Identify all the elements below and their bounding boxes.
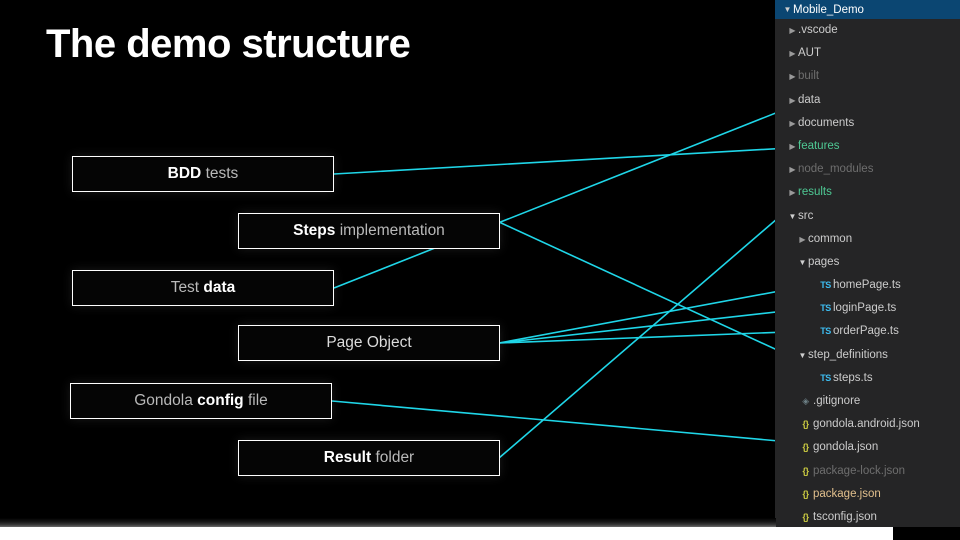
file-tree-item-label: steps.ts <box>833 371 873 384</box>
diagram-box-label: Test data <box>170 279 236 296</box>
diagram-box-test-data: Test data <box>72 270 334 306</box>
chevron-down-icon[interactable]: ▼ <box>798 350 807 360</box>
file-tree-item-label: package-lock.json <box>813 464 906 477</box>
connector-test-data-to-data <box>333 100 807 289</box>
file-tree-item[interactable]: ▼pages <box>775 251 960 274</box>
bottom-right-black-nub <box>893 527 960 540</box>
connector-page-object-to-homePage.ts <box>498 284 813 344</box>
file-tree-item[interactable]: ▼src <box>775 205 960 228</box>
chevron-right-icon[interactable]: ▶ <box>789 188 796 198</box>
file-tree-item[interactable]: {} gondola.android.json <box>775 413 960 436</box>
chevron-right-icon[interactable]: ▶ <box>799 234 806 244</box>
file-tree-item[interactable]: ▶built <box>775 65 960 88</box>
file-tree-item[interactable]: ▶features <box>775 135 960 158</box>
chevron-right-icon[interactable]: ▶ <box>789 118 796 128</box>
diagram-box-page-object: Page Object <box>238 325 500 361</box>
file-tree-item-label: .vscode <box>798 24 838 36</box>
file-tree-item[interactable]: ▶data <box>775 89 960 112</box>
file-tree-item[interactable]: {} tsconfig.json <box>775 506 960 527</box>
file-tree-item-label: results <box>798 186 832 199</box>
chevron-right-icon[interactable]: ▶ <box>789 49 796 59</box>
file-tree-item[interactable]: ▶results <box>775 181 960 204</box>
explorer-root-row[interactable]: ▼ Mobile_Demo <box>775 0 960 19</box>
page-title: The demo structure <box>46 22 411 66</box>
chevron-down-icon[interactable]: ▼ <box>798 257 807 267</box>
file-tree-item-label: step_definitions <box>808 348 888 361</box>
diagram-box-label: Page Object <box>326 334 412 351</box>
file-tree[interactable]: ▶.vscode▶AUT▶built▶data▶documents▶featur… <box>775 19 960 527</box>
diagram-box-bdd-tests: BDD tests <box>72 156 334 192</box>
chevron-right-icon[interactable]: ▶ <box>789 26 796 35</box>
connector-bdd-tests-to-features <box>333 146 807 175</box>
typescript-file-icon: TS <box>820 372 831 383</box>
gitignore-file-icon: ◈ <box>802 396 809 406</box>
chevron-right-icon[interactable]: ▶ <box>789 165 796 175</box>
file-explorer-panel[interactable]: ▼ Mobile_Demo ▶.vscode▶AUT▶built▶data▶do… <box>775 0 960 527</box>
bottom-shadow-strip <box>0 518 776 527</box>
connector-page-object-to-loginPage.ts <box>498 307 813 344</box>
chevron-right-icon[interactable]: ▶ <box>789 72 796 82</box>
connector-page-object-to-orderPage.ts <box>498 330 813 344</box>
diagram-box-gondola-config: Gondola config file <box>70 383 332 419</box>
file-tree-item-label: orderPage.ts <box>833 325 899 338</box>
json-file-icon: {} <box>802 442 809 453</box>
connector-gondola-config-to-gondola.json <box>331 400 791 443</box>
file-tree-item-label: built <box>798 70 820 83</box>
chevron-down-icon[interactable]: ▼ <box>783 5 792 14</box>
file-tree-item-label: pages <box>808 255 840 268</box>
bottom-white-bar <box>0 527 960 540</box>
file-tree-item-label: documents <box>798 116 855 129</box>
file-tree-item-label: gondola.json <box>813 441 879 454</box>
typescript-file-icon: TS <box>820 280 831 291</box>
file-tree-item-label: data <box>798 93 821 106</box>
file-tree-item[interactable]: ▶AUT <box>775 42 960 65</box>
file-tree-item-label: src <box>798 209 814 222</box>
chevron-down-icon[interactable]: ▼ <box>788 211 797 221</box>
chevron-right-icon[interactable]: ▶ <box>789 95 796 105</box>
json-file-icon: {} <box>802 488 809 499</box>
file-tree-item-label: AUT <box>798 47 821 60</box>
diagram-box-label: Result folder <box>323 449 415 466</box>
file-tree-item-label: homePage.ts <box>833 279 901 292</box>
diagram-box-steps-impl: Steps implementation <box>238 213 500 249</box>
diagram-box-label: Steps implementation <box>293 222 445 239</box>
json-file-icon: {} <box>802 419 809 430</box>
file-tree-item-label: tsconfig.json <box>813 510 877 523</box>
file-tree-item[interactable]: ▶common <box>775 228 960 251</box>
connector-steps-impl-to-steps.ts <box>498 221 813 367</box>
file-tree-item[interactable]: ▼step_definitions <box>775 344 960 367</box>
file-tree-item[interactable]: ▶node_modules <box>775 158 960 181</box>
file-tree-item-label: loginPage.ts <box>833 302 897 315</box>
typescript-file-icon: TS <box>820 326 831 337</box>
file-tree-item[interactable]: ◈ .gitignore <box>775 390 960 413</box>
chevron-right-icon[interactable]: ▶ <box>789 141 796 151</box>
connector-result-folder-to-results <box>498 193 807 459</box>
file-tree-item[interactable]: {} package-lock.json <box>775 460 960 483</box>
explorer-root-label: Mobile_Demo <box>793 3 864 16</box>
diagram-box-label: BDD tests <box>167 165 239 182</box>
file-tree-item-label: package.json <box>813 487 881 500</box>
file-tree-item[interactable]: ▶documents <box>775 112 960 135</box>
file-tree-item[interactable]: {} gondola.json <box>775 436 960 459</box>
json-file-icon: {} <box>802 511 809 522</box>
file-tree-item-label: node_modules <box>798 163 874 176</box>
diagram-box-result-folder: Result folder <box>238 440 500 476</box>
file-tree-item[interactable]: {} package.json <box>775 483 960 506</box>
file-tree-item[interactable]: ▶.vscode <box>775 19 960 42</box>
file-tree-item-label: features <box>798 139 840 152</box>
file-tree-item-label: .gitignore <box>813 395 861 407</box>
file-tree-item-label: common <box>808 232 853 245</box>
json-file-icon: {} <box>802 465 809 476</box>
typescript-file-icon: TS <box>820 303 831 314</box>
diagram-box-label: Gondola config file <box>134 392 268 409</box>
file-tree-item-label: gondola.android.json <box>813 418 920 431</box>
